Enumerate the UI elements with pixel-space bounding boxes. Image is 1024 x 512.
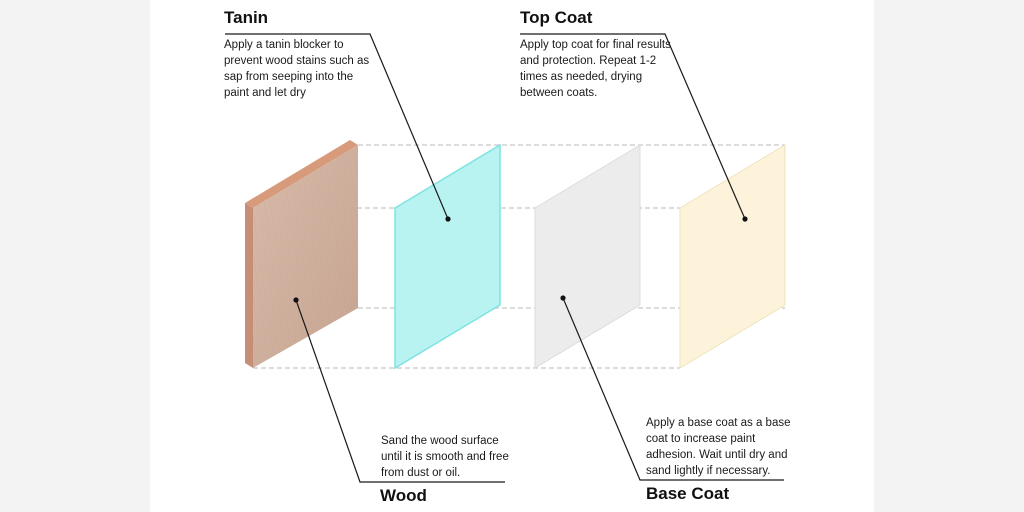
tanin-desc-line: sap from seeping into the bbox=[224, 71, 354, 83]
tanin-dot bbox=[445, 216, 451, 222]
tanin-desc-line: prevent wood stains such as bbox=[224, 55, 370, 67]
top-coat-desc-line: times as needed, drying bbox=[520, 71, 643, 83]
base-coat-desc-line: sand lightly if necessary. bbox=[646, 465, 771, 477]
base-coat-description: Apply a base coat as a base coat to incr… bbox=[646, 415, 791, 479]
top-coat-title: Top Coat bbox=[520, 8, 593, 27]
top-coat-dot bbox=[742, 216, 748, 222]
wood-panel-top-edge bbox=[245, 140, 358, 208]
leader-dots bbox=[293, 216, 748, 303]
tanin-leader bbox=[225, 33, 449, 220]
tanin-desc-line: paint and let dry bbox=[224, 87, 306, 99]
base-coat-leader bbox=[562, 297, 784, 481]
wood-title: Wood bbox=[380, 486, 427, 505]
top-coat-panel bbox=[679, 144, 786, 369]
tanin-title: Tanin bbox=[224, 8, 269, 27]
top-coat-desc-line: between coats. bbox=[520, 87, 598, 99]
diagram-canvas: Tanin Apply a tanin blocker to prevent w… bbox=[150, 0, 874, 512]
top-coat-desc-line: Apply top coat for final results bbox=[520, 39, 671, 51]
tanin-desc-line: Apply a tanin blocker to bbox=[224, 39, 344, 51]
wood-leader bbox=[295, 299, 505, 483]
base-coat-desc-line: coat to increase paint bbox=[646, 433, 756, 445]
wood-description: Sand the wood surface until it is smooth… bbox=[381, 433, 509, 481]
tanin-panel bbox=[394, 143, 501, 370]
wood-dot bbox=[293, 297, 299, 303]
base-coat-panel bbox=[534, 144, 641, 369]
base-coat-desc-line: adhesion. Wait until dry and bbox=[646, 449, 788, 461]
wood-desc-line: Sand the wood surface bbox=[381, 435, 499, 447]
leader-lines bbox=[225, 33, 784, 483]
tanin-description: Apply a tanin blocker to prevent wood st… bbox=[224, 37, 369, 101]
base-coat-desc-line: Apply a base coat as a base bbox=[646, 417, 791, 429]
wood-desc-line: until it is smooth and free bbox=[381, 451, 509, 463]
top-coat-leader bbox=[520, 33, 746, 220]
wood-desc-line: from dust or oil. bbox=[381, 467, 461, 479]
base-coat-title: Base Coat bbox=[646, 484, 730, 503]
top-coat-desc-line: and protection. Repeat 1-2 bbox=[520, 55, 657, 67]
wood-panel-edge bbox=[245, 203, 253, 368]
layer-diagram bbox=[225, 33, 786, 483]
wood-panel-grain bbox=[253, 145, 358, 368]
base-coat-dot bbox=[560, 295, 566, 301]
top-coat-description: Apply top coat for final results and pro… bbox=[520, 37, 671, 101]
wood-panel bbox=[245, 140, 358, 368]
